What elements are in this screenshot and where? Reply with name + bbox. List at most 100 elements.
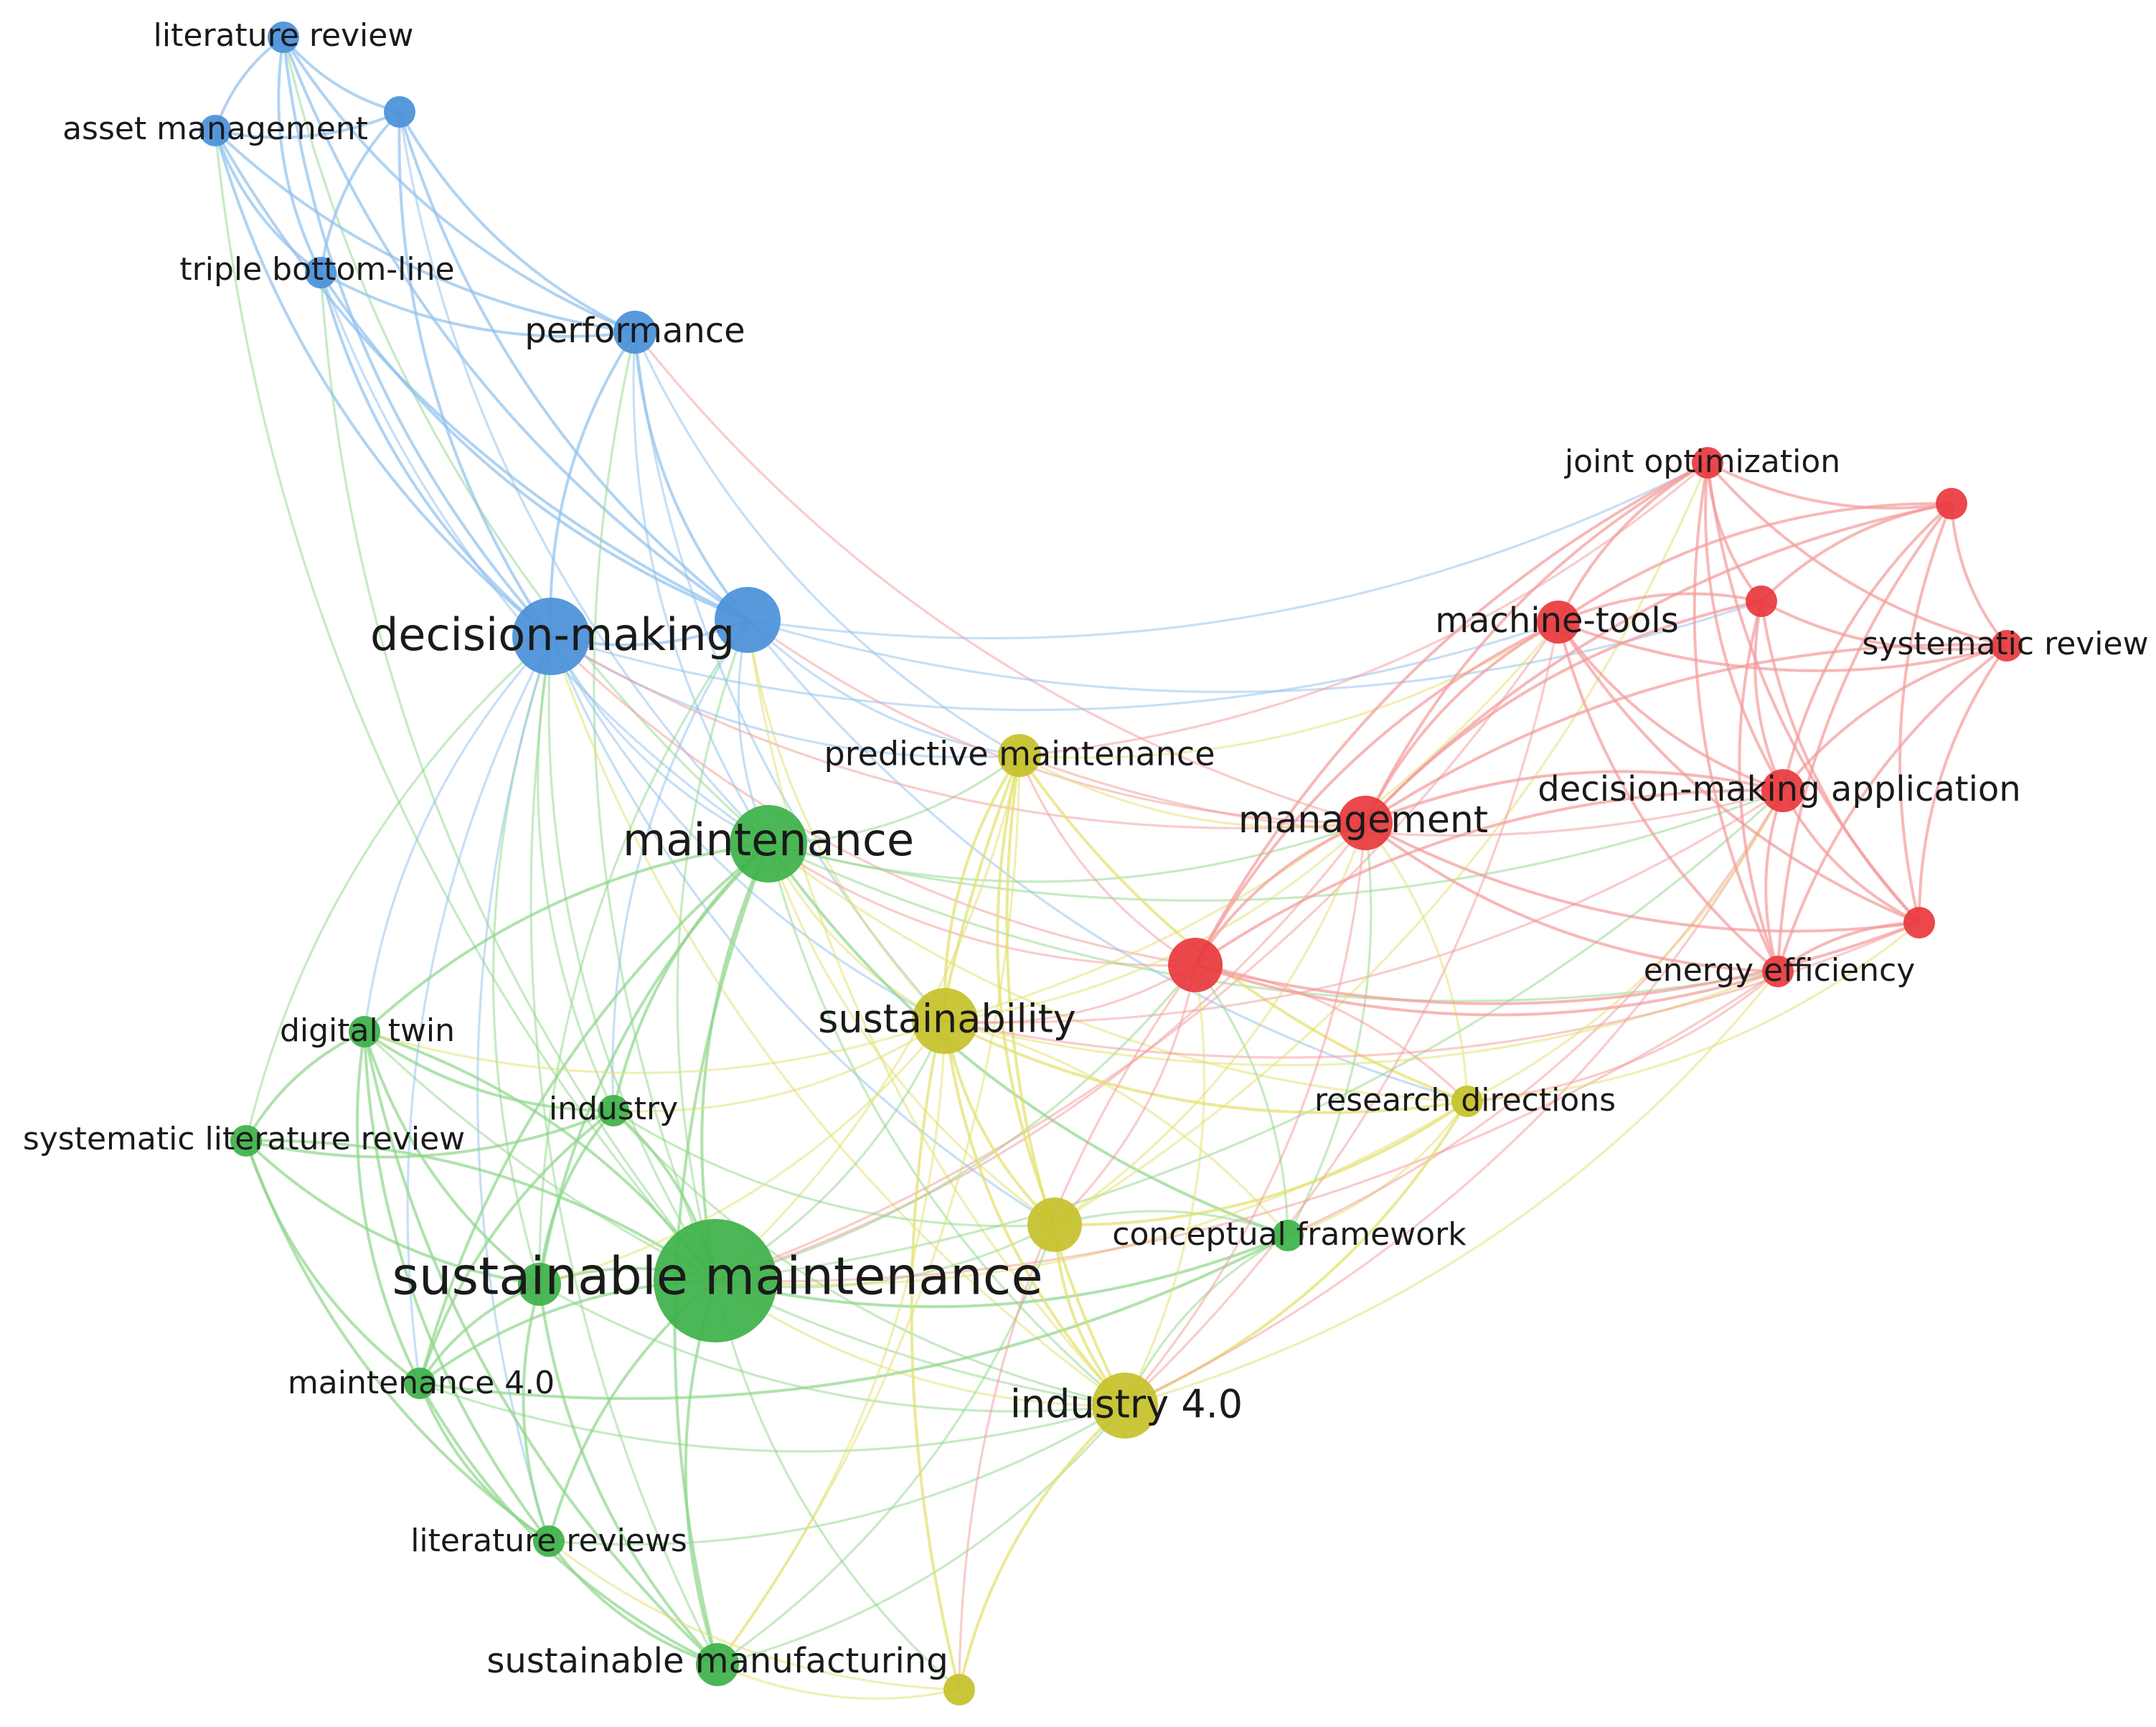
node-yellow-unlabeled-1[interactable] [1027,1197,1082,1252]
link-maintenance-industry-4-0 [767,843,1126,1407]
node-triple-bottom-line[interactable] [305,257,336,288]
node-sustainable-manufacturing[interactable] [696,1643,739,1686]
link-blue-unlabeled-1-triple-bottom-line [319,110,401,273]
node-blue-unlabeled-2[interactable] [715,587,781,653]
link-industry-industry-4-0 [612,1109,1126,1407]
node-systematic-literature-review[interactable] [230,1125,262,1157]
link-triple-bottom-line-maintenance [319,272,769,845]
link-red-unlabeled-2-red-unlabeled-4 [1760,601,1921,924]
link-predictive-maintenance-red-unlabeled-3 [1018,755,1196,966]
link-red-unlabeled-3-yellow-unlabeled-2 [958,964,1197,1690]
label-literature-review: literature review [154,17,414,54]
node-yellow-unlabeled-2[interactable] [943,1674,975,1705]
link-joint-optimization-decision-making-application [1704,462,1784,792]
node-performance[interactable] [613,311,656,354]
link-performance-predictive-maintenance [634,331,1020,757]
link-sustainable-maintenance-industry-4-0 [715,1279,1126,1407]
link-research-directions-decision-making-application [1467,790,1784,1103]
label-asset-management: asset management [62,110,368,147]
link-decision-making-machine-tools [550,621,1559,712]
link-industry-maintenance-4-0 [418,1109,615,1384]
link-sustainable-manufacturing-predictive-maintenance [716,755,1021,1665]
node-red-unlabeled-3[interactable] [1168,938,1223,992]
link-conceptual-framework-yellow-unlabeled-1 [1054,1210,1289,1237]
link-decision-making-systematic-literature-review [245,635,552,1142]
node-energy-efficiency[interactable] [1762,956,1794,987]
label-literature-reviews: literature reviews [410,1523,687,1559]
link-literature-review-decision-making [282,37,552,638]
node-literature-review[interactable] [268,22,299,53]
link-blue-unlabeled-2-red-unlabeled-2 [747,600,1762,693]
node-maintenance[interactable] [730,805,807,883]
node-systematic-review[interactable] [1991,630,2023,662]
link-machine-tools-energy-efficiency [1557,621,1779,973]
link-decision-making-sustainability [550,636,946,1022]
node-joint-optimization[interactable] [1692,447,1723,479]
node-green-unlabeled-1[interactable] [518,1263,561,1306]
link-maintenance-conceptual-framework [767,842,1289,1237]
node-industry-4-0[interactable] [1092,1373,1158,1439]
link-sustainable-maintenance-machine-tools [715,621,1560,1282]
link-machine-tools-red-unlabeled-3 [1194,621,1559,966]
link-digital-twin-sustainability [364,1020,946,1075]
link-research-directions-red-unlabeled-4 [1467,921,1921,1103]
link-industry-sustainability [613,1020,946,1113]
link-red-unlabeled-2-energy-efficiency [1738,601,1779,972]
link-maintenance-research-directions [768,842,1468,1103]
node-research-directions[interactable] [1451,1086,1483,1117]
link-industry-yellow-unlabeled-1 [613,1109,1055,1228]
link-green-unlabeled-1-sustainable-manufacturing [538,1284,719,1666]
node-red-unlabeled-2[interactable] [1746,585,1777,617]
link-sustainable-manufacturing-yellow-unlabeled-2 [717,1663,960,1700]
node-decision-making-application[interactable] [1761,769,1804,812]
link-green-unlabeled-1-sustainability [539,1020,946,1286]
link-joint-optimization-red-unlabeled-3 [1194,461,1708,966]
label-systematic-literature-review: systematic literature review [23,1121,465,1157]
link-decision-making-application-management [1365,770,1784,824]
link-research-directions-energy-efficiency [1467,970,1779,1103]
node-sustainable-maintenance[interactable] [654,1219,777,1342]
link-systematic-review-decision-making-application [1781,644,2007,792]
node-red-unlabeled-4[interactable] [1903,907,1935,938]
link-blue-unlabeled-1-performance [398,111,636,334]
label-industry: industry [549,1091,678,1127]
node-red-unlabeled-1[interactable] [1936,488,1967,519]
link-research-directions-management [1364,822,1469,1102]
label-machine-tools: machine-tools [1435,601,1679,641]
link-digital-twin-industry [363,1030,614,1113]
label-energy-efficiency: energy efficiency [1644,952,1916,989]
link-green-unlabeled-1-industry-4-0 [539,1283,1126,1413]
node-conceptual-framework[interactable] [1272,1220,1304,1251]
link-red-unlabeled-3-energy-efficiency [1195,964,1779,1017]
link-triple-bottom-line-blue-unlabeled-2 [319,271,748,621]
link-red-unlabeled-2-machine-tools [1558,592,1762,623]
link-decision-making-sustainable-maintenance [547,636,717,1281]
node-decision-making[interactable] [512,598,590,675]
link-red-unlabeled-1-red-unlabeled-4 [1898,503,1953,923]
node-asset-management[interactable] [199,115,231,146]
link-sustainable-maintenance-yellow-unlabeled-2 [714,1280,961,1691]
link-performance-sustainable-maintenance [593,331,717,1281]
link-literature-reviews-industry-4-0 [548,1404,1126,1546]
node-sustainability[interactable] [912,988,978,1054]
link-decision-making-application-energy-efficiency [1764,790,1784,972]
link-blue-unlabeled-1-blue-unlabeled-2 [398,111,749,621]
label-sustainable-manufacturing: sustainable manufacturing [486,1641,948,1681]
link-sustainable-maintenance-conceptual-framework [715,1234,1289,1309]
node-predictive-maintenance[interactable] [998,734,1041,777]
link-red-unlabeled-1-systematic-review [1950,503,2008,647]
link-performance-maintenance [632,331,770,844]
link-sustainable-maintenance-systematic-literature-review [245,1139,717,1282]
node-blue-unlabeled-1[interactable] [384,96,415,128]
node-literature-reviews[interactable] [533,1525,565,1557]
label-joint-optimization: joint optimization [1564,443,1840,480]
label-maintenance-4-0: maintenance 4.0 [288,1365,555,1401]
link-literature-review-blue-unlabeled-1 [282,36,400,113]
node-maintenance-4-0[interactable] [404,1368,436,1399]
node-digital-twin[interactable] [349,1016,380,1048]
node-management[interactable] [1338,796,1393,850]
link-industry-4-0-red-unlabeled-3 [1124,964,1205,1406]
link-digital-twin-sustainable-manufacturing [363,1031,719,1666]
node-industry[interactable] [598,1095,629,1126]
node-machine-tools[interactable] [1537,601,1580,644]
